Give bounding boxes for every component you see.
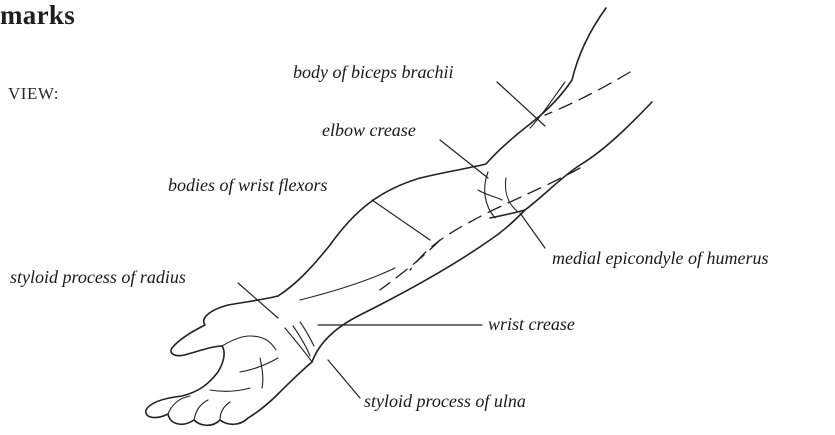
wrist-line-3 (300, 322, 314, 346)
thumb-detail (222, 336, 276, 350)
leader-wrist-flexors (372, 200, 430, 240)
label-wrist-crease: wrist crease (488, 314, 575, 335)
label-medial-epicondyle: medial epicondyle of humerus (552, 248, 768, 269)
finger-detail-2 (194, 400, 208, 420)
arm-outline-upper (420, 8, 606, 178)
label-elbow-crease: elbow crease (322, 120, 416, 141)
leader-biceps (497, 82, 545, 126)
biceps-contour (530, 82, 565, 128)
palm-detail-1 (210, 388, 250, 391)
label-biceps-brachii: body of biceps brachii (293, 62, 453, 83)
label-styloid-radius: styloid process of radius (10, 267, 186, 288)
finger-detail-3 (220, 402, 230, 420)
palm-detail-2 (240, 358, 278, 372)
hand-outline (146, 296, 312, 425)
elbow-detail-3 (506, 178, 519, 212)
wrist-line-1 (285, 328, 312, 362)
biceps-dash (545, 72, 630, 115)
forearm-dash-2 (380, 240, 440, 290)
leader-styloid-ulna (328, 360, 360, 398)
leader-styloid-radius (238, 283, 278, 318)
forearm-muscle-line (300, 268, 395, 300)
palm-crease (260, 358, 263, 388)
elbow-detail-2 (478, 190, 502, 200)
label-styloid-ulna: styloid process of ulna (364, 391, 526, 412)
finger-detail-1 (168, 396, 190, 414)
forearm-outline-bottom (312, 210, 525, 362)
leader-medial-epicondyle (520, 213, 545, 248)
label-wrist-flexors: bodies of wrist flexors (168, 175, 328, 196)
